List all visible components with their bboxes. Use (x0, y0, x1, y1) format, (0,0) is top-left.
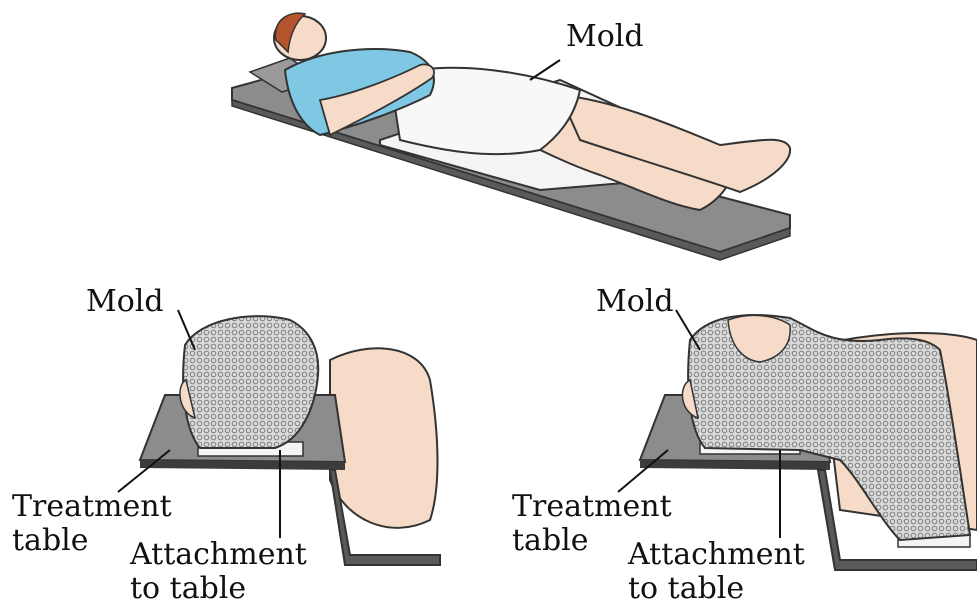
head-mold-mesh (183, 316, 318, 448)
shoulders (330, 348, 438, 528)
head-mold-label: Mold (86, 285, 164, 319)
head-neck-mold-label: Mold (596, 285, 674, 319)
head-attach-label-line2: to table (130, 572, 307, 606)
body-mold-leader (530, 60, 560, 80)
head-neck-table-label-line1: Treatment (512, 490, 672, 524)
body-mold-label: Mold (566, 20, 644, 54)
head-attach-label: Attachment to table (130, 538, 307, 606)
body-mold-figure (232, 13, 790, 260)
head-attach-label-line1: Attachment (130, 538, 307, 572)
head-neck-attach-label-line1: Attachment (628, 538, 805, 572)
head-table-label-line1: Treatment (12, 490, 172, 524)
head-neck-attach-label-line2: to table (628, 572, 805, 606)
head-neck-attach-label: Attachment to table (628, 538, 805, 606)
head-neck-mold-figure (618, 310, 977, 570)
